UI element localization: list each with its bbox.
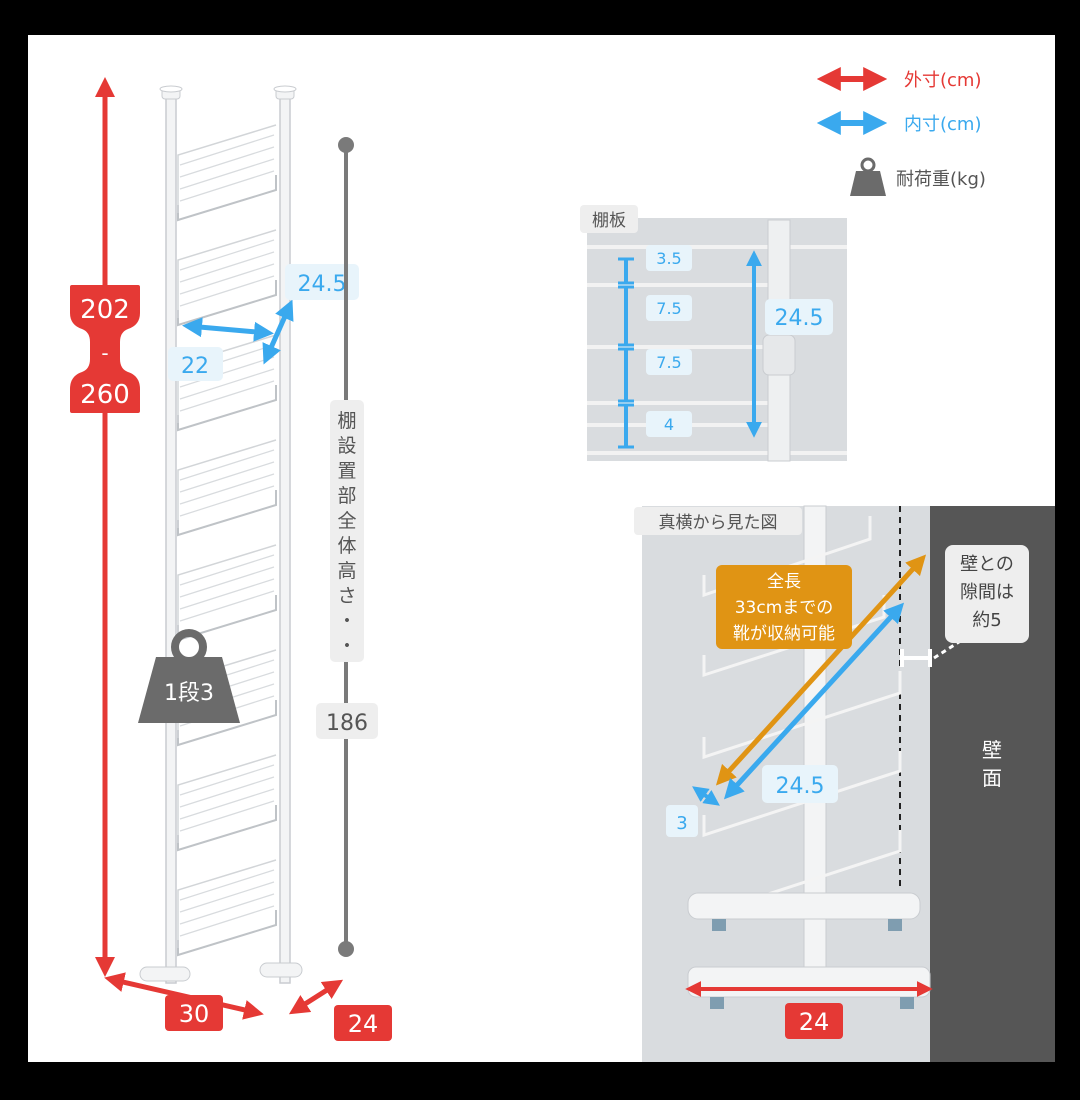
shelf-basket — [177, 439, 277, 537]
legend-load-label: 耐荷重(kg) — [896, 169, 986, 190]
height-min: 202 — [80, 295, 130, 325]
total-height-label-char: 体 — [337, 535, 356, 557]
shelf-basket — [177, 229, 277, 327]
legend-outer-label: 外寸(cm) — [904, 70, 981, 91]
shoe-note-line3: 靴が収納可能 — [733, 624, 835, 644]
wall-gap-line3: 約5 — [972, 610, 1001, 631]
shoe-note-line2: 33cmまでの — [735, 598, 834, 618]
shelf-basket — [177, 544, 277, 642]
base-width-dimension: 30 — [104, 972, 264, 1031]
total-height-dimension: 202 - 260 — [70, 77, 140, 977]
total-height-value: 186 — [326, 711, 368, 736]
legend: 外寸(cm) 内寸(cm) 耐荷重(kg) — [816, 67, 986, 196]
total-height-label-char: 部 — [337, 485, 356, 507]
shelf-detail-total: 24.5 — [775, 306, 824, 331]
side-lip-value: 3 — [676, 813, 687, 834]
shelf-basket — [177, 334, 277, 432]
total-height-label-char: ・ — [337, 635, 356, 657]
load-per-shelf: 1段3 — [164, 681, 214, 706]
shelf-basket — [177, 859, 277, 957]
wall-gap-line1: 壁との — [960, 554, 1014, 575]
total-height-label-char: 高 — [337, 560, 356, 582]
shelf-gap-value: 7.5 — [656, 353, 681, 372]
spec-figure: 外寸(cm) 内寸(cm) 耐荷重(kg) 202 - 260 22 — [70, 67, 1055, 1062]
shoe-note-line1: 全長 — [767, 572, 801, 592]
wall-gap-line2: 隙間は — [960, 582, 1014, 603]
base-width-value: 30 — [179, 1000, 210, 1028]
shelf-detail-inset: 棚板 3.5 7.5 7.5 4 24.5 — [580, 205, 847, 462]
shelf-gap-marker: 7.5 — [618, 347, 692, 403]
wall-label-char-1: 壁 — [982, 738, 1002, 762]
shelf-gap-marker: 7.5 — [618, 285, 692, 347]
weight-icon — [850, 157, 886, 196]
rack-illustration — [139, 85, 303, 984]
total-height-label-char: ・ — [337, 610, 356, 632]
shelf-gap-marker: 3.5 — [618, 245, 692, 285]
shelf-gap-value: 4 — [664, 415, 674, 434]
shelf-height-dimension: 24.5 — [262, 264, 359, 365]
height-label-badge — [70, 285, 140, 413]
base-depth-dimension: 24 — [288, 979, 392, 1041]
shelf-basket — [177, 124, 277, 222]
total-height-label-char: 設 — [337, 435, 356, 457]
total-height-label-char: 全 — [337, 510, 356, 532]
total-height-label-char: さ — [337, 585, 356, 607]
side-view-inset: 真横から見た図 全長 33cmまでの 靴が収納可能 24.5 3 壁との 隙間は… — [634, 505, 1055, 1062]
load-capacity-badge: 1段3 — [138, 629, 240, 723]
side-view-title: 真横から見た図 — [659, 513, 778, 533]
total-height-label-char: 棚 — [337, 410, 356, 432]
legend-inner-label: 内寸(cm) — [904, 114, 981, 135]
shelf-detail-title: 棚板 — [592, 211, 626, 231]
shelf-height-value: 24.5 — [298, 272, 347, 297]
base-depth-value: 24 — [348, 1010, 379, 1038]
height-max: 260 — [80, 380, 130, 410]
wall-label-char-2: 面 — [982, 766, 1002, 790]
spec-panel: 外寸(cm) 内寸(cm) 耐荷重(kg) 202 - 260 22 — [28, 35, 1055, 1062]
shelf-basket — [177, 754, 277, 852]
side-base-depth-value: 24 — [799, 1008, 830, 1036]
shelf-gap-value: 3.5 — [656, 249, 681, 268]
shelf-gap-value: 7.5 — [656, 299, 681, 318]
side-depth-value: 24.5 — [776, 774, 825, 799]
shelf-depth-dimension: 22 — [168, 317, 274, 381]
height-separator: - — [101, 341, 108, 365]
shelf-depth-value: 22 — [181, 354, 209, 379]
shelf-gap-marker: 4 — [618, 403, 692, 449]
total-height-label-char: 置 — [337, 460, 356, 482]
